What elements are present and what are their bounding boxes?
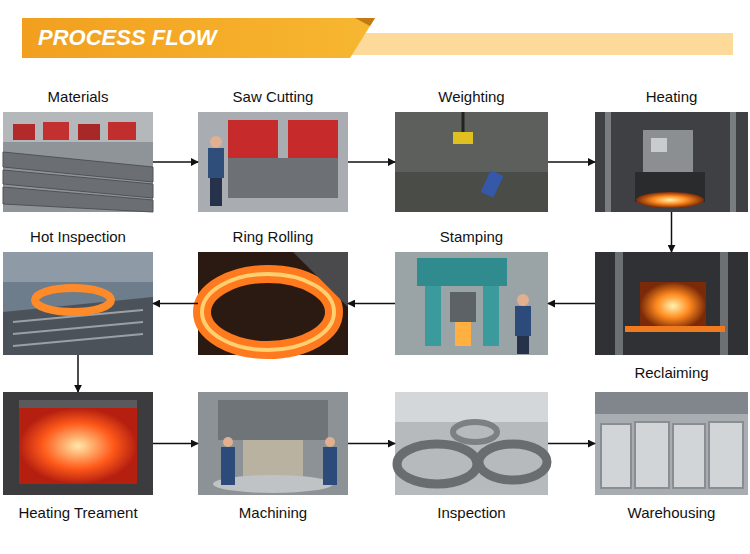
step-label: Hot Inspection [3,227,153,247]
photo [198,252,348,355]
banner-bar [330,33,733,55]
step-label: Machining [198,503,348,523]
step-label: Weighting [395,87,548,107]
photo [3,112,153,212]
photo [198,112,348,212]
process-step: Ring Rolling [198,227,348,355]
step-label: Warehousing [595,503,748,523]
step-label: Stamping [395,227,548,247]
flow-arrow [348,161,395,163]
process-step: Machining [198,392,348,523]
photo [3,252,153,355]
banner-fold [355,18,375,26]
photo [395,392,548,495]
flow-arrow [153,161,198,163]
flow-arrow [548,443,595,445]
process-step: Heating [595,87,748,212]
title: PROCESS FLOW [38,23,216,53]
flow-arrow [671,212,673,252]
process-step: Inspection [395,392,548,523]
step-label: Heating Treament [3,503,153,523]
step-label: Saw Cutting [198,87,348,107]
process-step: Weighting [395,87,548,212]
flow-arrow [153,443,198,445]
process-step: Hot Inspection [3,227,153,355]
step-label: Heating [595,87,748,107]
flow-arrow [548,161,595,163]
process-step: Heating Treament [3,392,153,523]
step-label: Materials [3,87,153,107]
photo [198,392,348,495]
process-step: Saw Cutting [198,87,348,212]
step-label: Inspection [395,503,548,523]
banner [22,18,375,58]
flow-arrow [348,303,395,305]
flow-arrow [77,355,79,392]
photo [595,392,748,495]
photo [395,112,548,212]
process-step: Materials [3,87,153,212]
flow-arrow [348,443,395,445]
process-step: Stamping [395,227,548,355]
flow-arrow [548,303,595,305]
photo [395,252,548,355]
step-label: Reclaiming [595,363,748,383]
photo [595,252,748,355]
photo [3,392,153,495]
photo [595,112,748,212]
process-step: Warehousing [595,392,748,523]
flow-arrow [153,303,198,305]
step-label: Ring Rolling [198,227,348,247]
process-step: Reclaiming [595,252,748,383]
